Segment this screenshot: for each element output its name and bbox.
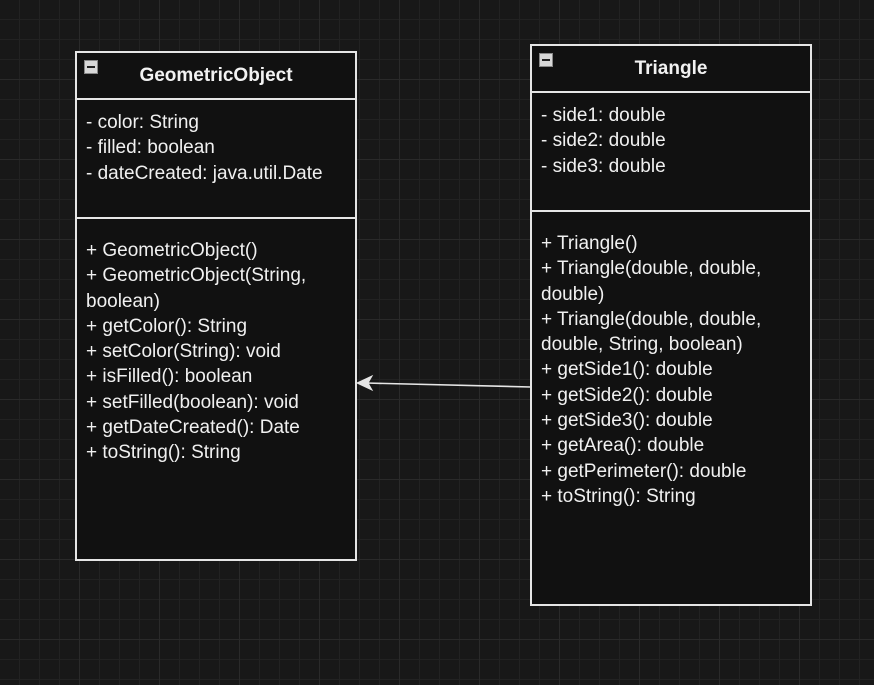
method: + isFilled(): boolean <box>86 366 253 388</box>
methods-section[interactable]: + Triangle() + Triangle(double, double, … <box>532 212 810 509</box>
method: + GeometricObject() <box>86 240 258 261</box>
attributes-section[interactable]: - side1: double - side2: double - side3:… <box>532 93 810 212</box>
arrow-head-icon <box>355 374 374 392</box>
method: + toString(): String <box>86 442 241 464</box>
class-header[interactable]: GeometricObject <box>77 53 355 100</box>
connector-line[interactable] <box>365 382 532 388</box>
attribute: - color: String <box>86 112 199 133</box>
class-name: GeometricObject <box>139 64 293 86</box>
attribute: - filled: boolean <box>86 137 215 159</box>
attribute: - side3: double <box>541 155 666 177</box>
method: + GeometricObject(String, boolean) <box>86 265 307 312</box>
methods-section[interactable]: + GeometricObject() + GeometricObject(St… <box>77 219 355 466</box>
method: + getDateCreated(): Date <box>86 417 300 439</box>
method: + getSide2(): double <box>541 384 713 406</box>
method: + getSide3(): double <box>541 410 713 432</box>
method: + getColor(): String <box>86 315 248 337</box>
method: + Triangle(double, double, double, Strin… <box>541 308 762 356</box>
method: + getArea(): double <box>541 435 705 457</box>
class-name: Triangle <box>634 57 708 79</box>
method: + setColor(String): void <box>86 341 281 363</box>
collapse-icon[interactable] <box>539 53 553 67</box>
method: + getSide1(): double <box>541 359 713 381</box>
attribute: - side2: double <box>541 130 666 152</box>
method: + Triangle() <box>541 233 638 254</box>
class-triangle[interactable]: Triangle - side1: double - side2: double… <box>530 44 812 606</box>
method: + toString(): String <box>541 485 696 507</box>
method: + getPerimeter(): double <box>541 460 747 482</box>
attribute: - dateCreated: java.util.Date <box>86 162 323 184</box>
method: + Triangle(double, double, double) <box>541 258 762 305</box>
class-header[interactable]: Triangle <box>532 46 810 93</box>
attribute: - side1: double <box>541 105 666 126</box>
attributes-section[interactable]: - color: String - filled: boolean - date… <box>77 100 355 219</box>
collapse-icon[interactable] <box>84 60 98 74</box>
class-geometric-object[interactable]: GeometricObject - color: String - filled… <box>75 51 357 561</box>
method: + setFilled(boolean): void <box>86 391 299 413</box>
